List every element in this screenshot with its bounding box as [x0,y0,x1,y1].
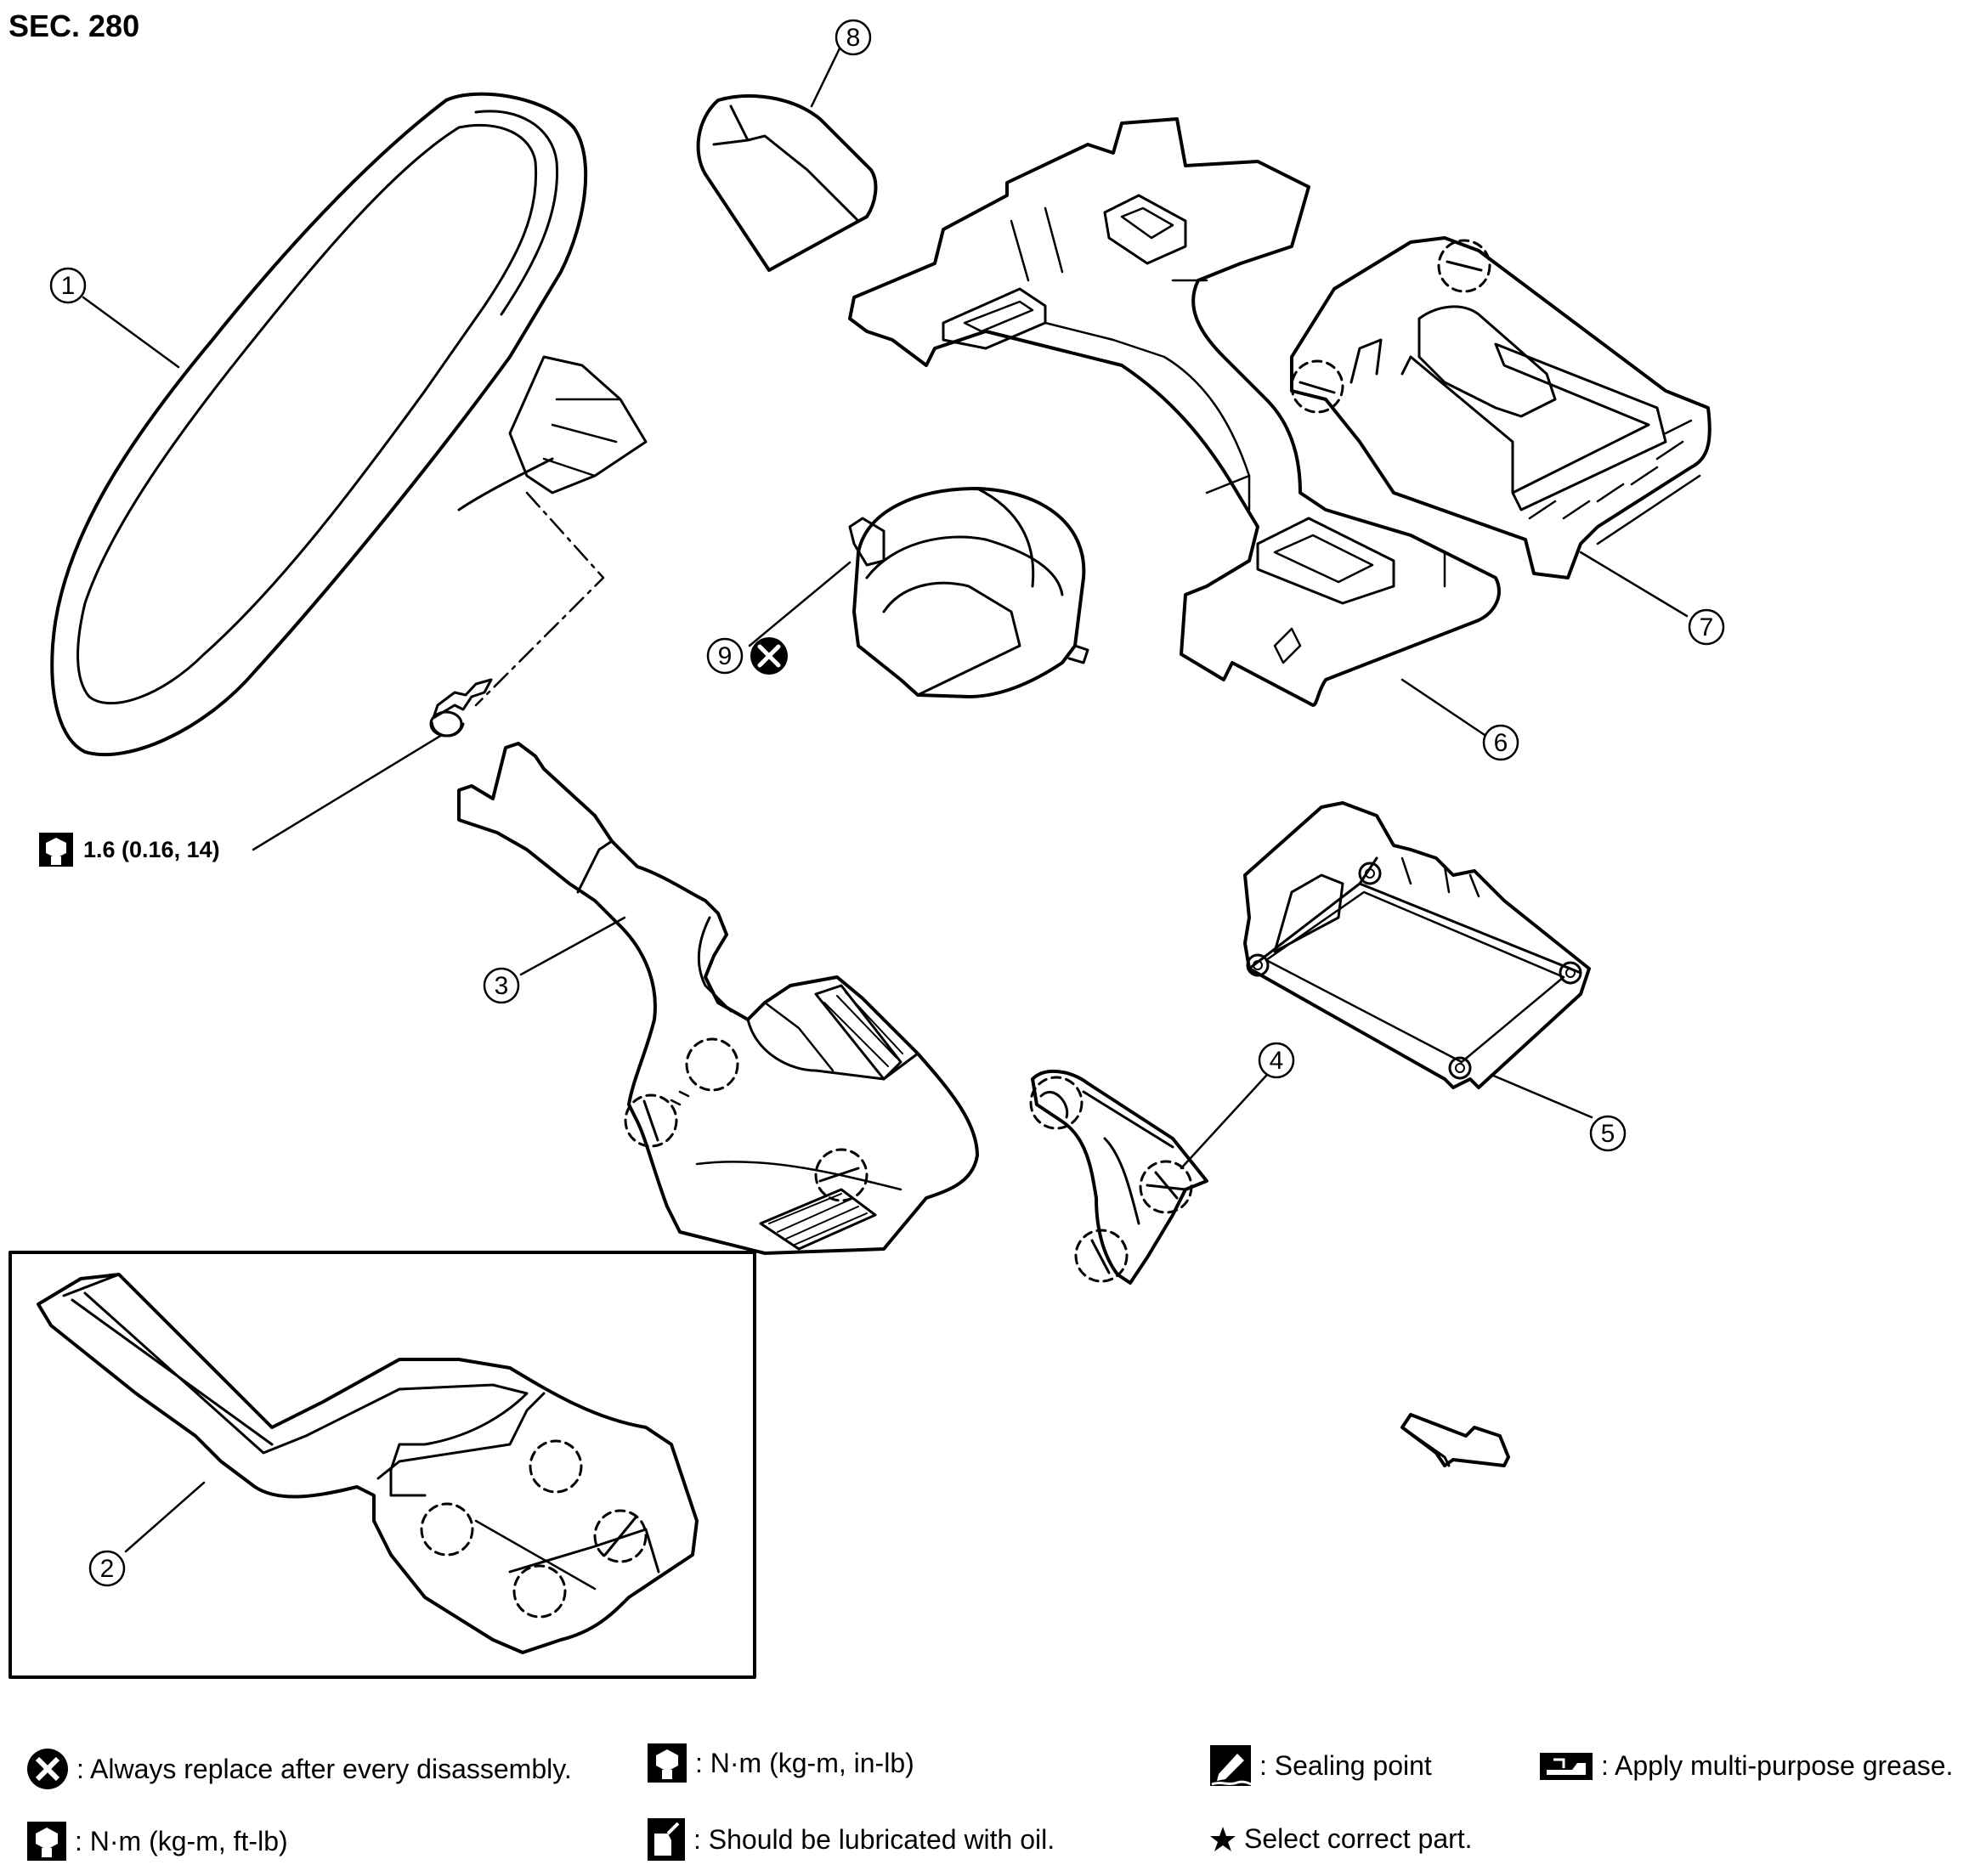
part-5-control-unit [1243,801,1591,1089]
legend-grease: : Apply multi-purpose grease. [1538,1750,1953,1782]
grease-icon [1540,1752,1593,1780]
svg-text:8: 8 [846,24,861,52]
leader-lines [82,47,1689,1553]
oil-can-icon [648,1818,685,1861]
legend-torque-in-lb: : N·m (kg-m, in-lb) [646,1742,914,1784]
part-1-inside-mirror [50,92,648,757]
star-icon [1210,1826,1236,1851]
inset-detail-box [8,1251,756,1679]
legend-text: : N·m (kg-m, ft-lb) [75,1825,288,1856]
svg-text:9: 9 [718,642,733,670]
sealing-point-icon [1210,1745,1252,1786]
part-7-sensor-cover [1290,236,1712,579]
legend-text: : Always replace after every disassembly… [76,1753,572,1784]
front-direction-arrow [1400,1413,1510,1467]
callout-8: 8 [835,19,872,56]
svg-text:7: 7 [1700,613,1714,641]
mounting-screw [429,678,493,737]
part-6-mounting-bracket [848,117,1501,707]
part-8-cap [696,94,878,272]
part-3-mirror-cover [457,742,979,1255]
svg-text:2: 2 [100,1555,115,1583]
legend-oil: : Should be lubricated with oil. [646,1817,1055,1862]
callout-9: 9 [706,637,744,675]
callouts: 1 2 3 4 5 6 7 8 9 [49,19,1725,1587]
part-9-rain-sensor [848,487,1089,698]
callout-6: 6 [1482,724,1519,761]
torque-wrench-icon [39,833,73,867]
torque-spec: 1.6 (0.16, 14) [37,831,220,868]
legend-text: : Apply multi-purpose grease. [1601,1750,1954,1781]
svg-text:4: 4 [1270,1047,1284,1075]
callout-4: 4 [1258,1042,1295,1079]
part-2-mirror-cover-bracket [37,1273,699,1654]
legend-always-replace: : Always replace after every disassembly… [25,1747,572,1791]
torque-in-lb-icon [648,1743,687,1783]
svg-text:6: 6 [1494,729,1508,757]
section-title: SEC. 280 [8,8,140,43]
legend-text: Select correct part. [1244,1823,1473,1854]
legend-text: : Sealing point [1259,1749,1432,1781]
torque-ft-lb-icon [27,1822,66,1861]
callout-1: 1 [49,267,87,304]
callout-3: 3 [483,967,520,1004]
always-replace-icon [750,637,788,675]
legend-text: : N·m (kg-m, in-lb) [695,1747,914,1778]
legend-sealing-point: : Sealing point [1208,1743,1432,1788]
svg-text:5: 5 [1601,1120,1615,1148]
callout-7: 7 [1688,608,1725,646]
callout-5: 5 [1589,1115,1627,1152]
svg-text:1: 1 [61,272,76,300]
part-4-cover-clip [1029,1069,1208,1285]
legend-star: Select correct part. [1208,1823,1473,1855]
legend-torque-ft-lb: : N·m (kg-m, ft-lb) [25,1820,288,1862]
legend-text: : Should be lubricated with oil. [693,1823,1055,1855]
svg-text:3: 3 [495,972,509,1000]
always-replace-icon [27,1749,68,1789]
callout-2: 2 [88,1550,126,1587]
torque-value: 1.6 (0.16, 14) [83,836,220,862]
